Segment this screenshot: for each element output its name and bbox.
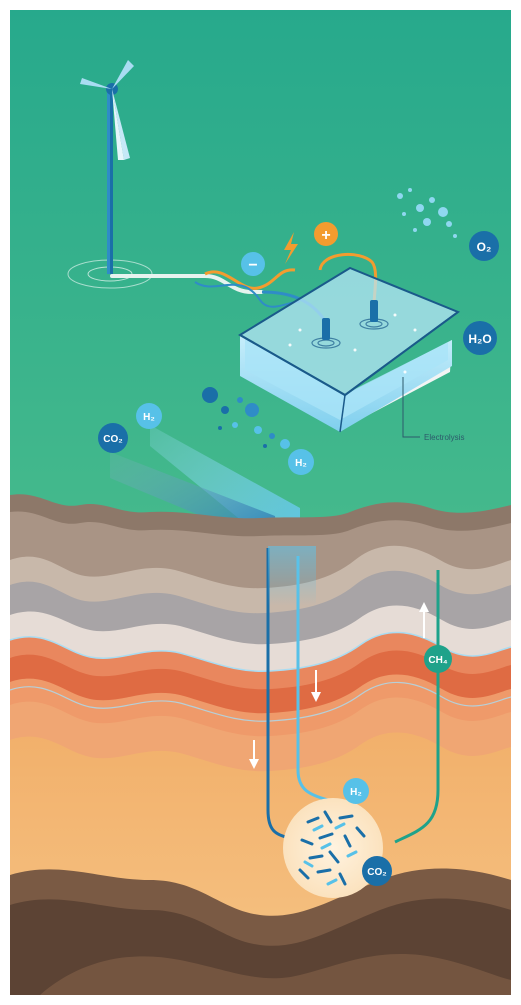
svg-text:H₂: H₂ <box>350 787 362 798</box>
ch4-badge: CH₄ <box>424 645 452 673</box>
h2-bottom-badge: H₂ <box>343 778 369 804</box>
hydrogen-bubbles <box>202 387 290 449</box>
rock-strata <box>9 494 512 995</box>
wind-turbine-icon <box>67 60 153 289</box>
svg-text:CO₂: CO₂ <box>367 867 386 878</box>
co2-top-badge: CO₂ <box>98 423 128 453</box>
co2-bottom-badge: CO₂ <box>362 856 392 886</box>
down-arrow-icon <box>311 670 321 702</box>
h2o-badge: H₂O <box>463 321 497 355</box>
microbe-reservoir-icon <box>283 798 383 898</box>
power-cable <box>110 268 301 308</box>
svg-text:+: + <box>321 227 330 244</box>
plus-terminal-icon: + <box>314 222 338 246</box>
electrolyser-tank-icon <box>238 266 461 433</box>
svg-text:−: − <box>248 257 257 274</box>
h2-pipe-vertical <box>296 556 329 802</box>
ch4-pipe-vertical <box>394 570 440 844</box>
svg-text:H₂O: H₂O <box>468 332 491 346</box>
svg-text:CO₂: CO₂ <box>103 434 122 445</box>
minus-terminal-icon: − <box>241 252 265 276</box>
svg-text:H₂: H₂ <box>143 412 155 423</box>
h2-pipe-glow <box>268 546 316 606</box>
svg-text:CH₄: CH₄ <box>428 655 447 666</box>
lightning-icon <box>284 232 298 264</box>
h2-top-badge: H₂ <box>136 403 162 429</box>
h2-mid-badge: H₂ <box>288 449 314 475</box>
oxygen-bubbles <box>397 188 457 238</box>
svg-text:H₂: H₂ <box>295 458 307 469</box>
down-arrow-icon <box>249 740 259 769</box>
electrolysis-callout: Electrolysis <box>402 377 464 442</box>
o2-badge: O₂ <box>469 231 499 261</box>
svg-text:Electrolysis: Electrolysis <box>424 433 464 442</box>
svg-text:O₂: O₂ <box>477 240 492 254</box>
up-arrow-icon <box>419 602 429 638</box>
